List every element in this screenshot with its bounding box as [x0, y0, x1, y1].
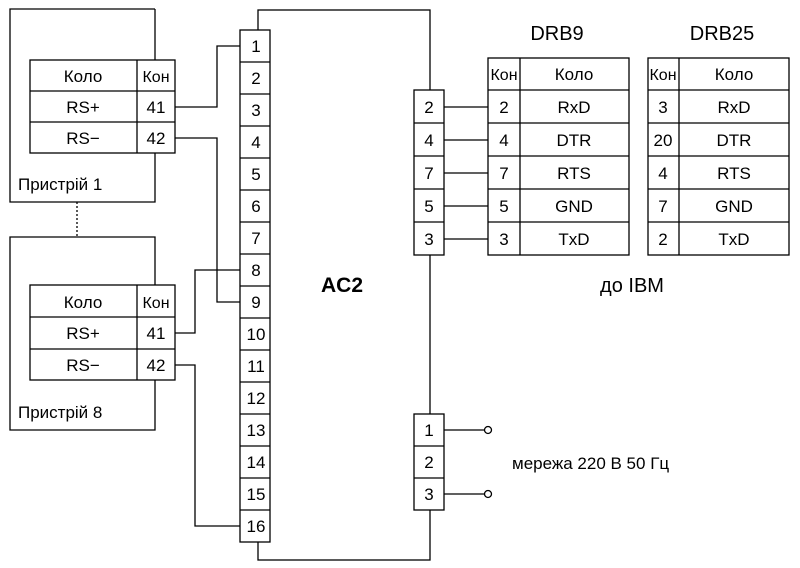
terminal-label: 3	[251, 101, 260, 120]
row-circuit: RTS	[717, 164, 751, 183]
terminal-label: 7	[251, 229, 260, 248]
row-circuit: RS+	[66, 324, 100, 343]
ac2-title: AC2	[321, 274, 363, 297]
wires	[175, 45, 488, 527]
row-circuit: TxD	[558, 230, 589, 249]
header-pin: Кон	[490, 67, 517, 84]
row-circuit: DTR	[717, 131, 752, 150]
row-pin: 5	[499, 197, 508, 216]
row-circuit: GND	[715, 197, 753, 216]
terminal-label: 14	[247, 453, 266, 472]
row-circuit: RTS	[557, 164, 591, 183]
header-circuit: Коло	[64, 67, 103, 86]
row-pin: 3	[658, 98, 667, 117]
terminal-label: 11	[247, 357, 265, 376]
terminal-label: 4	[424, 131, 433, 150]
drb25-table-grid	[647, 57, 790, 256]
terminal-block-power	[413, 413, 445, 511]
terminal-label: 16	[247, 517, 266, 536]
header-pin: Кон	[649, 67, 676, 84]
row-circuit: RS−	[66, 129, 100, 148]
terminal-label: 8	[251, 261, 260, 280]
terminal-label: 1	[251, 37, 260, 56]
ibm-label: до IBM	[600, 275, 664, 297]
row-pin: 41	[147, 98, 166, 117]
terminal-label: 3	[424, 485, 433, 504]
wire-dev1-rs-plus	[175, 45, 240, 108]
terminal-label: 5	[424, 197, 433, 216]
row-pin: 20	[654, 131, 673, 150]
power-terminal-labels: 1 2 3	[424, 421, 433, 504]
wire-dev8-rs-plus	[175, 269, 240, 334]
terminal-label: 6	[251, 197, 260, 216]
terminal-label: 15	[247, 485, 266, 504]
rs232-terminal-labels: 2 4 7 5 3	[424, 98, 433, 249]
device-1-caption: Пристрій 1	[18, 175, 102, 194]
header-circuit: Коло	[715, 65, 754, 84]
terminal-label: 7	[424, 164, 433, 183]
header-circuit: Коло	[64, 293, 103, 312]
row-pin: 7	[499, 164, 508, 183]
row-pin: 41	[147, 324, 166, 343]
header-pin: Кон	[142, 295, 169, 312]
row-circuit: TxD	[718, 230, 749, 249]
row-circuit: RS−	[66, 356, 100, 375]
row-circuit: GND	[555, 197, 593, 216]
terminal-label: 5	[251, 165, 260, 184]
device-8-caption: Пристрій 8	[18, 403, 102, 422]
left-terminal-labels: 1 2 3 4 5 6 7 8 9 10 11 12 13 14 15 16	[247, 37, 266, 536]
device-8-frame	[9, 236, 176, 431]
header-circuit: Коло	[555, 65, 594, 84]
wire-dev1-rs-minus	[175, 137, 240, 303]
terminal-label: 12	[247, 389, 266, 408]
device-1-table: Коло Кон RS+ 41 RS− 42	[64, 67, 170, 148]
terminal-label: 4	[251, 133, 260, 152]
drb25-title: DRB25	[690, 23, 754, 45]
device-8-table: Коло Кон RS+ 41 RS− 42	[64, 293, 170, 375]
drb9-title: DRB9	[530, 23, 583, 45]
row-pin: 4	[658, 164, 667, 183]
wire-dev8-rs-minus	[175, 364, 240, 527]
terminal-label: 2	[424, 98, 433, 117]
terminal-label: 3	[424, 230, 433, 249]
row-pin: 2	[658, 230, 667, 249]
row-circuit: RxD	[717, 98, 750, 117]
terminal-block-left	[239, 29, 271, 543]
terminal-label: 2	[251, 69, 260, 88]
terminal-label: 10	[247, 325, 266, 344]
drb9-table-grid	[487, 57, 630, 256]
row-pin: 7	[658, 197, 667, 216]
power-label: мережа 220 В 50 Гц	[512, 454, 669, 473]
power-terminal-n	[483, 489, 493, 499]
terminal-label: 9	[251, 293, 260, 312]
row-pin: 2	[499, 98, 508, 117]
row-circuit: RxD	[557, 98, 590, 117]
header-pin: Кон	[142, 69, 169, 86]
row-circuit: DTR	[557, 131, 592, 150]
row-circuit: RS+	[66, 98, 100, 117]
power-terminal-l	[483, 425, 493, 435]
terminal-label: 2	[424, 453, 433, 472]
row-pin: 4	[499, 131, 508, 150]
row-pin: 42	[147, 129, 166, 148]
drb25-table: Кон Коло 3 RxD 20 DTR 4 RTS 7 GND 2 TxD	[649, 65, 753, 249]
terminal-label: 1	[424, 421, 433, 440]
drb9-table: Кон Коло 2 RxD 4 DTR 7 RTS 5 GND 3 TxD	[490, 65, 593, 249]
row-pin: 3	[499, 230, 508, 249]
terminal-label: 13	[247, 421, 266, 440]
row-pin: 42	[147, 356, 166, 375]
terminal-block-rs232	[413, 89, 445, 256]
